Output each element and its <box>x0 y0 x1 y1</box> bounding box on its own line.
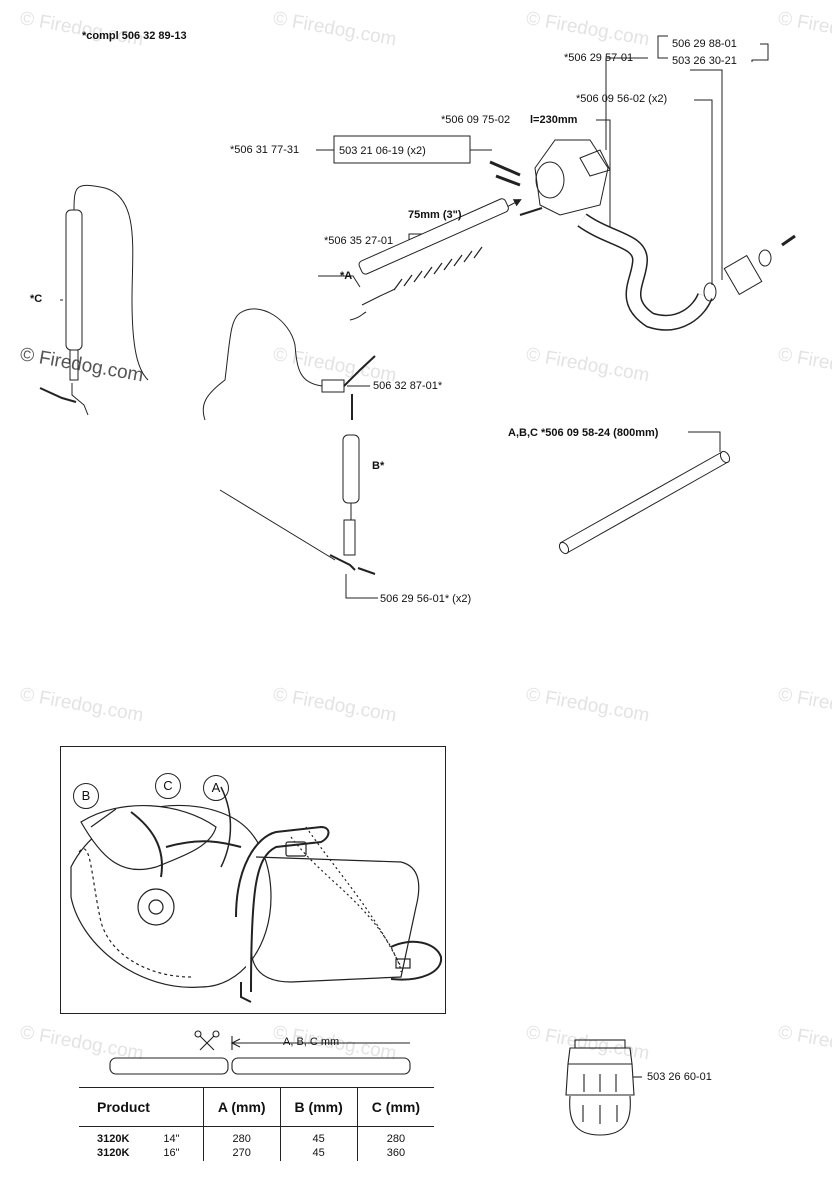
label-506-31-77-31: *506 31 77-31 <box>230 144 300 156</box>
inset-marker-a: A <box>203 775 229 801</box>
table-header-b: B (mm) <box>279 1087 358 1127</box>
inset-marker-b: B <box>73 783 99 809</box>
label-mark-b: B* <box>372 460 385 472</box>
label-503-26-30-21: 503 26 30-21 <box>672 55 737 67</box>
label-mark-a: *A <box>340 270 353 282</box>
table-cell-a: 280 <box>202 1126 281 1145</box>
label-506-29-56-01: 506 29 56-01* (x2) <box>380 593 472 605</box>
saw-inset: B C A <box>60 746 446 1014</box>
table-header-product: Product <box>97 1099 150 1115</box>
label-506-09-56-02: *506 09 56-02 (x2) <box>576 93 668 105</box>
label-abc-tube: A,B,C *506 09 58-24 (800mm) <box>508 427 659 439</box>
table-cell-b: 45 <box>279 1126 358 1145</box>
label-mark-c: *C <box>30 293 43 305</box>
table-header-a: A (mm) <box>202 1087 281 1127</box>
inset-marker-c: C <box>155 773 181 799</box>
label-506-35-27-01: *506 35 27-01 <box>324 235 394 247</box>
label-506-29-88-01: 506 29 88-01 <box>672 38 737 50</box>
table-header-c: C (mm) <box>356 1087 434 1127</box>
label-506-32-87-01: 506 32 87-01* <box>373 380 443 392</box>
label-503-26-60-01: 503 26 60-01 <box>647 1071 712 1083</box>
saw-illustration <box>70 786 443 1003</box>
label-506-29-57-01: *506 29 57-01 <box>564 52 634 64</box>
label-compl: *compl 506 32 89-13 <box>82 30 187 42</box>
label-506-09-75-02: *506 09 75-02 <box>441 114 511 126</box>
label-dim-75mm: 75mm (3") <box>408 209 462 221</box>
table-cell-b: 45 <box>279 1145 358 1161</box>
label-503-21-06-19: 503 21 06-19 (x2) <box>339 145 426 157</box>
table-cell-c: 360 <box>356 1145 434 1161</box>
label-length-230: l=230mm <box>530 114 578 126</box>
table-cell-a: 270 <box>202 1145 281 1161</box>
table-cell-c: 280 <box>356 1126 434 1145</box>
label-cut-length: A, B, C mm <box>283 1036 340 1048</box>
